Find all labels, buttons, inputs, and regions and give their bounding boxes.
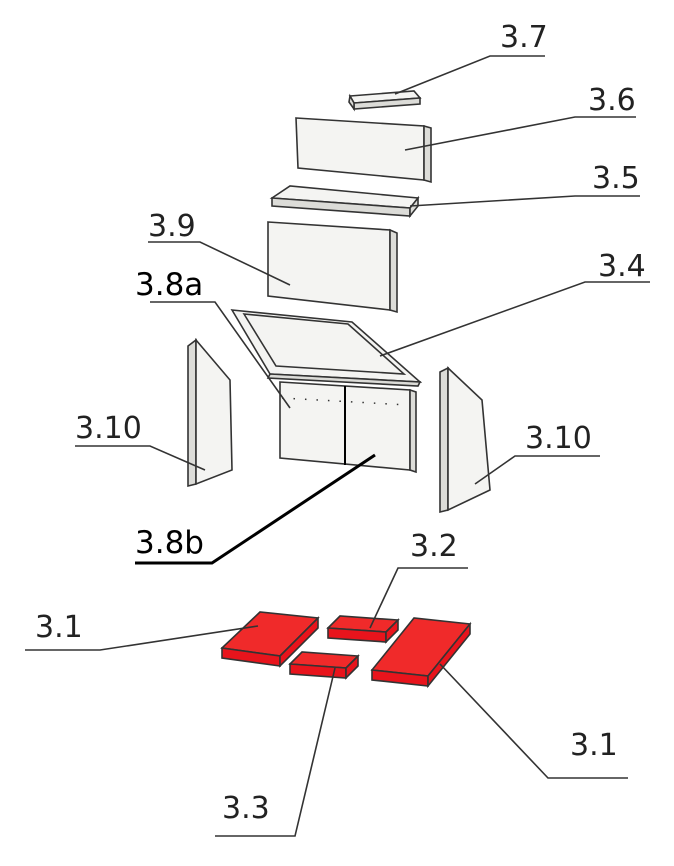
- part-3-7: [348, 90, 422, 112]
- part-3-10-left: [187, 337, 233, 488]
- label-3-5: 3.5: [592, 161, 640, 196]
- part-3-6: [295, 117, 432, 184]
- label-3-2: 3.2: [410, 529, 458, 564]
- part-3-1-right: [370, 617, 472, 689]
- label-3-3: 3.3: [222, 791, 270, 826]
- part-3-1-left: [220, 611, 320, 668]
- label-3-9: 3.9: [148, 209, 196, 244]
- label-3-7: 3.7: [500, 20, 548, 55]
- label-3-10-left: 3.10: [75, 411, 142, 446]
- label-3-8b: 3.8b: [135, 525, 204, 561]
- part-3-8a-3-8b: [279, 381, 417, 474]
- part-3-5: [269, 185, 420, 219]
- label-3-1-left: 3.1: [35, 610, 83, 645]
- part-3-9: [267, 221, 398, 314]
- part-3-4: [230, 309, 423, 387]
- label-3-4: 3.4: [598, 249, 646, 284]
- label-3-8a: 3.8a: [135, 267, 203, 303]
- part-3-3: [288, 651, 360, 680]
- label-3-6: 3.6: [588, 83, 636, 118]
- part-3-10-right: [439, 366, 491, 514]
- label-3-1-right: 3.1: [570, 728, 618, 763]
- leader-lines: [25, 55, 650, 837]
- part-3-2: [326, 615, 400, 644]
- label-3-10-right: 3.10: [525, 421, 592, 456]
